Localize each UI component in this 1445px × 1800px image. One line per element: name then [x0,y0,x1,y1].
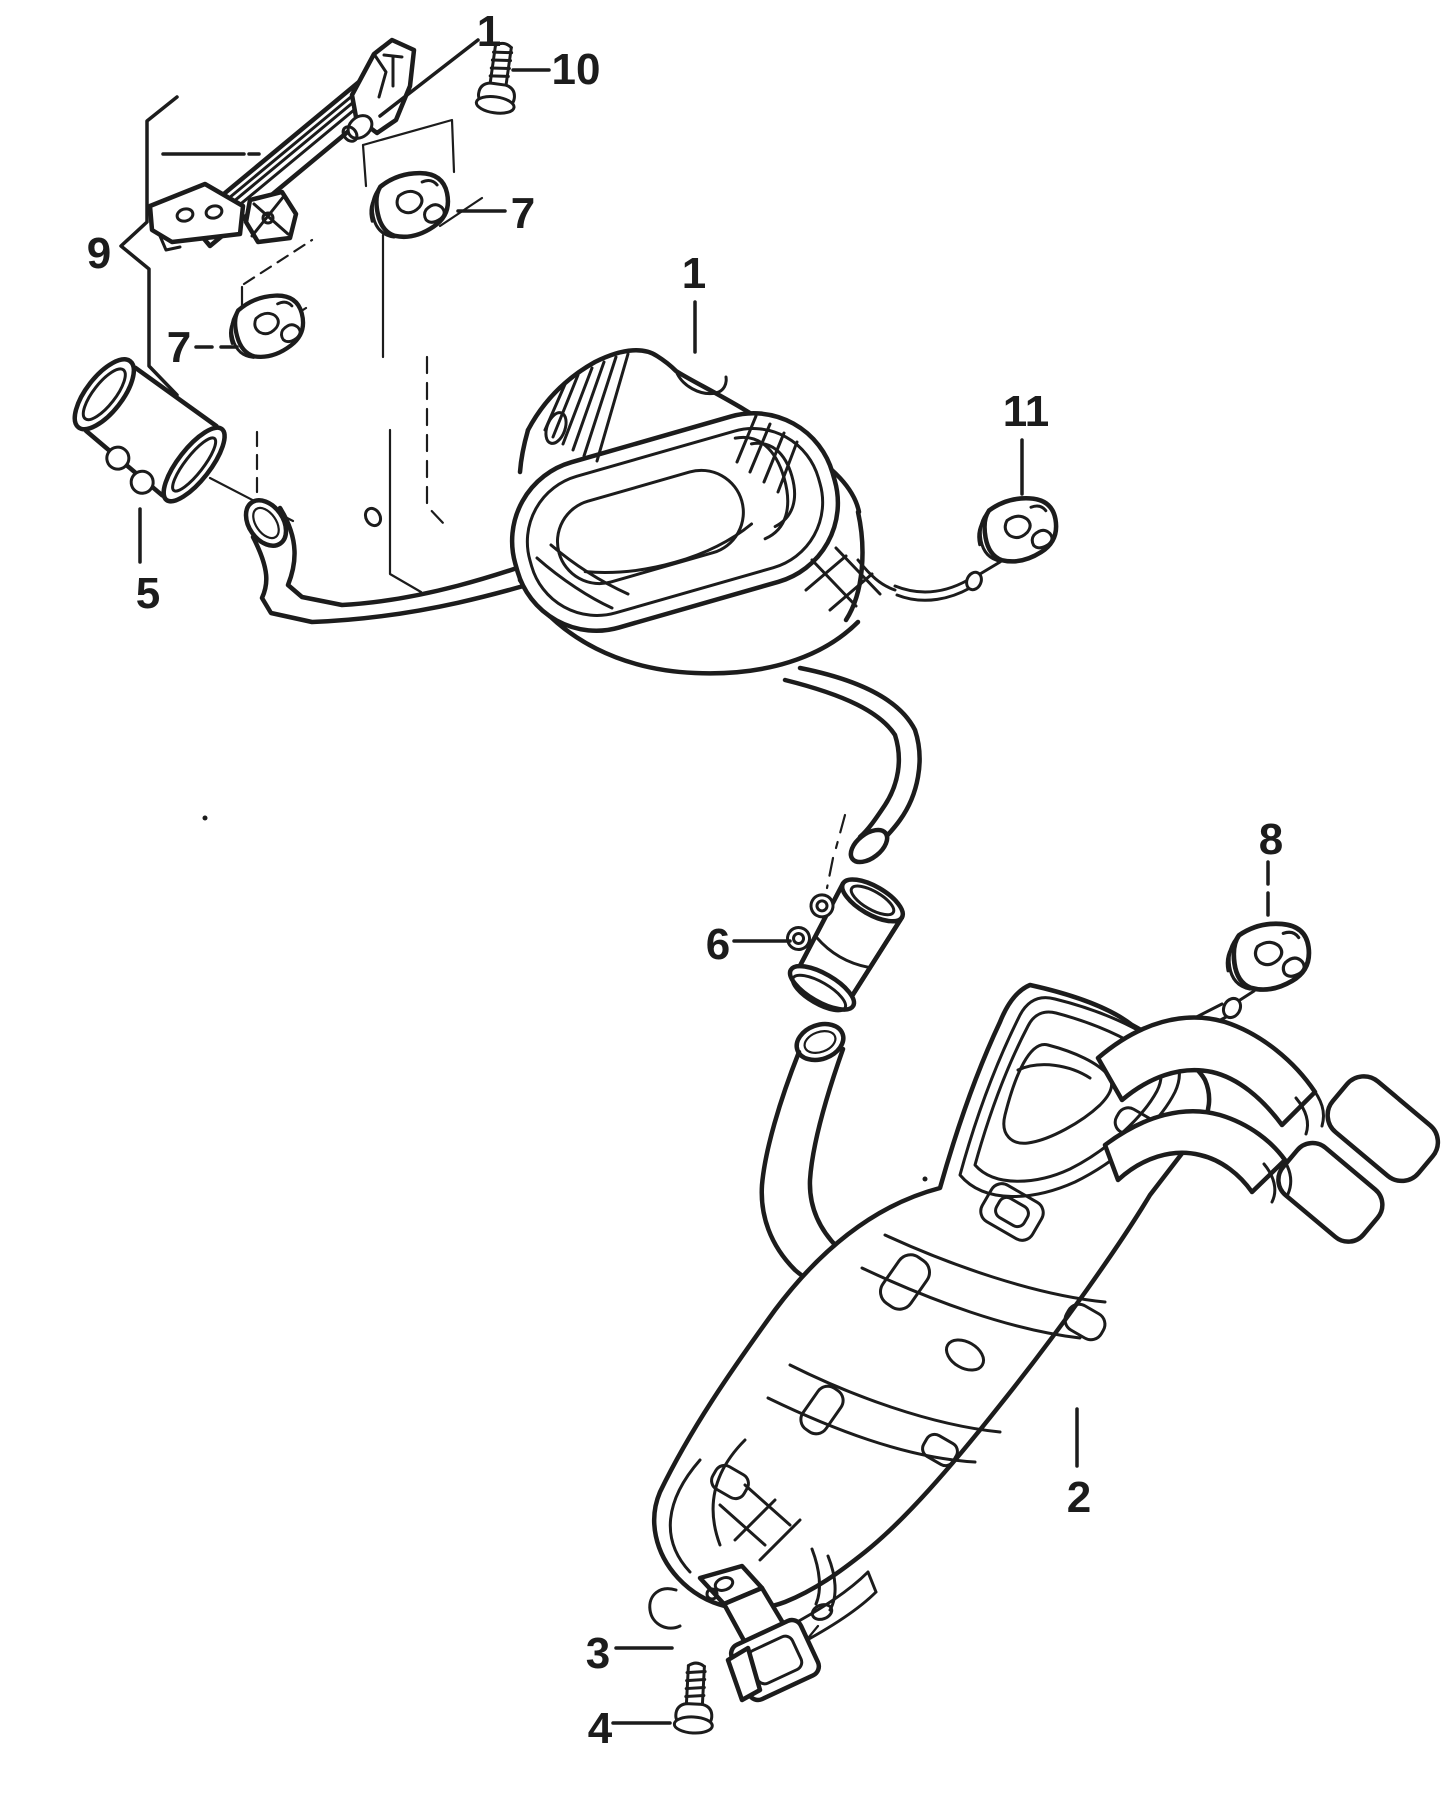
mid-pipe-drawing [782,665,922,890]
callout-11: 11 [1003,387,1050,436]
speck [922,1176,928,1182]
front-pipe-drawing [243,498,580,625]
rubber-mount-8 [1222,919,1313,994]
speck [202,815,208,821]
bracket-set-drawing [147,37,417,252]
callout-8: 8 [1259,815,1283,864]
clamp-sleeve-drawing [786,877,906,1013]
rear-muffler-drawing [652,982,1212,1662]
callout-4: 4 [588,1704,613,1753]
centre-muffler-drawing [509,348,882,676]
rubber-mount-7-lower [223,289,311,365]
callout-10: 10 [552,45,601,94]
leader-lines [119,38,1270,1725]
callout-7-upper: 7 [511,189,535,238]
callout-3: 3 [586,1629,610,1678]
bolt-4-drawing [672,1660,718,1736]
callout-6: 6 [706,920,730,969]
callout-5: 5 [136,569,160,618]
tailpipes-drawing [1095,1015,1441,1244]
callout-2: 2 [1067,1473,1091,1522]
rubber-mount-11 [973,493,1062,567]
hanger-rod-centre-drawing [856,558,1002,602]
connector-pipe-drawing [72,357,227,504]
callout-7-lower: 7 [167,323,191,372]
callout-1-top: 1 [477,7,501,56]
support-bracket-drawing [648,1563,878,1703]
rubber-mount-7-upper [364,167,454,244]
callout-1-middle: 1 [682,249,706,298]
callout-9: 9 [87,229,111,278]
